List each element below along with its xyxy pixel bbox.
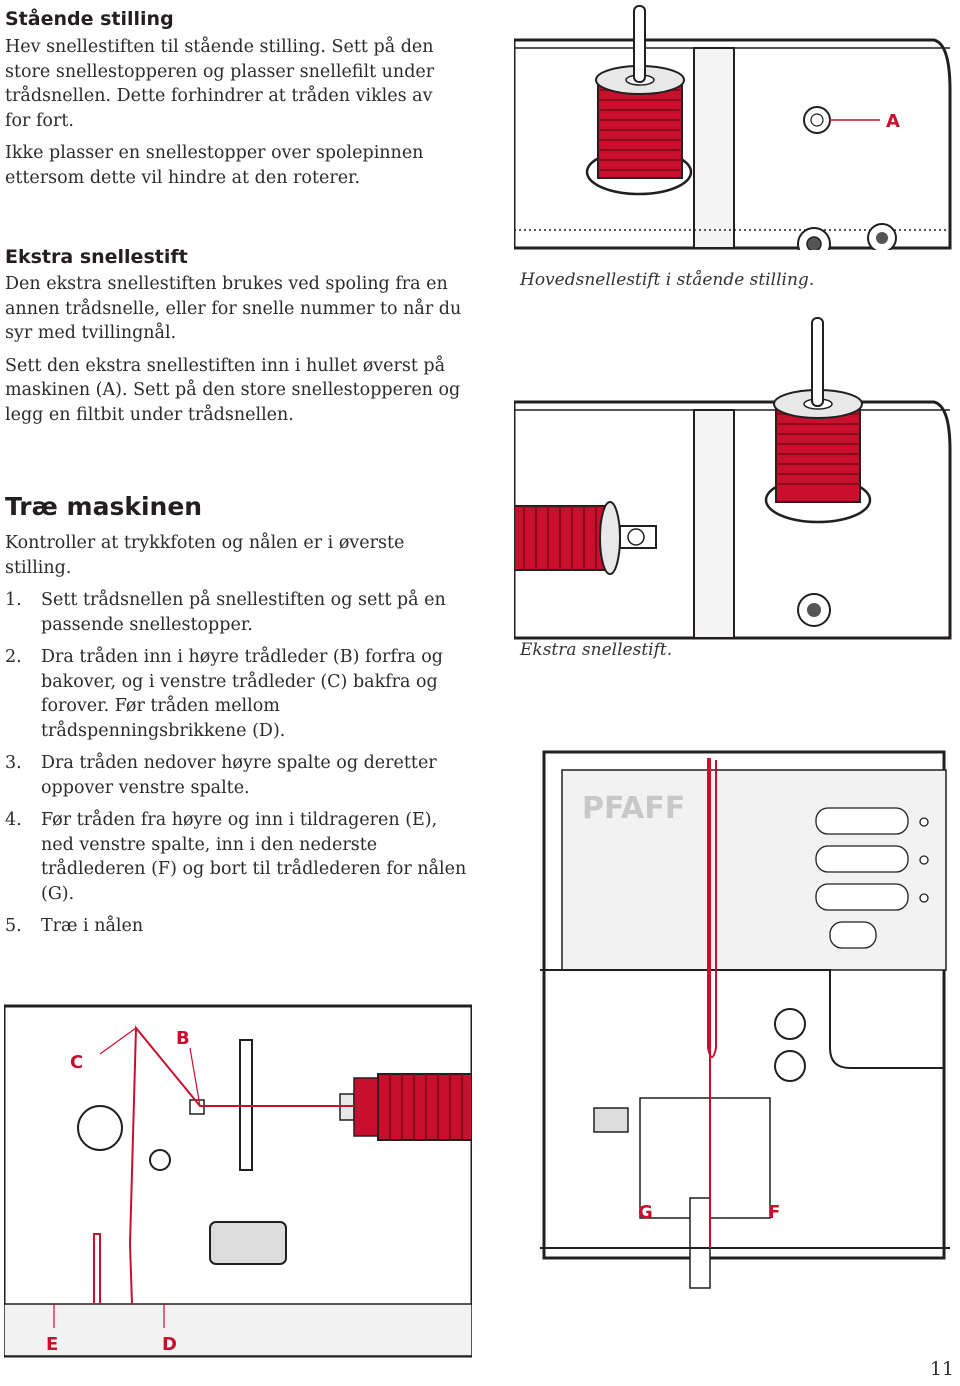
- step-number: 3.: [5, 753, 22, 773]
- step-number: 2.: [5, 647, 22, 667]
- heading-thread-machine: Træ maskinen: [5, 492, 203, 521]
- section-extra-spool-pin: Ekstra snellestift Den ekstra snellestif…: [5, 246, 475, 427]
- label-b: B: [176, 1028, 190, 1049]
- figure-machine-top: C B E D: [4, 1004, 472, 1358]
- step-item: 2. Dra tråden inn i høyre trådleder (B) f…: [5, 645, 475, 743]
- step-item: 1. Sett trådsnellen på snellestiften og s…: [5, 588, 475, 637]
- tension-dial-icon: [77, 1105, 123, 1151]
- paragraph-extra-2: Sett den ekstra snellestiften inn i hull…: [5, 355, 461, 425]
- label-c: C: [70, 1052, 83, 1073]
- step-item: 4. Før tråden fra høyre og inn i tildrage…: [5, 808, 475, 906]
- step-text: Sett trådsnellen på snellestiften og set…: [41, 590, 446, 635]
- step-text: Dra tråden nedover høyre spalte og deret…: [41, 753, 437, 798]
- reverse-icon: [774, 1050, 806, 1082]
- control-buttons: [815, 807, 929, 949]
- step-text: Træ i nålen: [41, 916, 144, 936]
- figure-machine-front: PFAFF G F: [540, 750, 950, 1289]
- start-stop-icon: [774, 1008, 806, 1040]
- label-g: G: [638, 1202, 653, 1223]
- figure-main-spool-pin: A: [514, 5, 952, 250]
- threading-steps-list: 1. Sett trådsnellen på snellestiften og s…: [5, 588, 475, 939]
- paragraph-extra-1: Den ekstra snellestiften brukes ved spol…: [5, 274, 462, 343]
- step-item: 5. Træ i nålen: [5, 914, 475, 939]
- caption-main-spool-pin: Hovedsnellestift i stående stilling.: [520, 270, 815, 290]
- step-text: Før tråden fra høyre og inn i tildragere…: [41, 810, 467, 904]
- section-thread-machine: Træ maskinen Kontroller at trykkfoten og…: [5, 492, 475, 947]
- label-e: E: [46, 1334, 58, 1355]
- page-number: 11: [929, 1358, 954, 1380]
- paragraph-thread-intro: Kontroller at trykkfoten og nålen er i ø…: [5, 533, 405, 578]
- step-number: 4.: [5, 810, 22, 830]
- label-f: F: [768, 1202, 780, 1223]
- paragraph-standing-1: Hev snellestiften til stående stilling. …: [5, 37, 435, 131]
- step-number: 5.: [5, 916, 22, 936]
- brand-pfaff: PFAFF: [582, 791, 685, 826]
- step-item: 3. Dra tråden nedover høyre spalte og der…: [5, 751, 475, 800]
- step-text: Dra tråden inn i høyre trådleder (B) for…: [41, 647, 443, 741]
- step-number: 1.: [5, 590, 22, 610]
- label-d: D: [162, 1334, 177, 1355]
- figure-extra-spool-pin: [514, 317, 952, 640]
- label-a: A: [886, 111, 900, 132]
- heading-standing-position: Stående stilling: [5, 8, 174, 30]
- caption-extra-spool-pin: Ekstra snellestift.: [520, 640, 673, 660]
- paragraph-standing-2: Ikke plasser en snellestopper over spole…: [5, 143, 424, 188]
- section-standing-position: Stående stilling Hev snellestiften til s…: [5, 8, 475, 190]
- heading-extra-spool-pin: Ekstra snellestift: [5, 246, 188, 268]
